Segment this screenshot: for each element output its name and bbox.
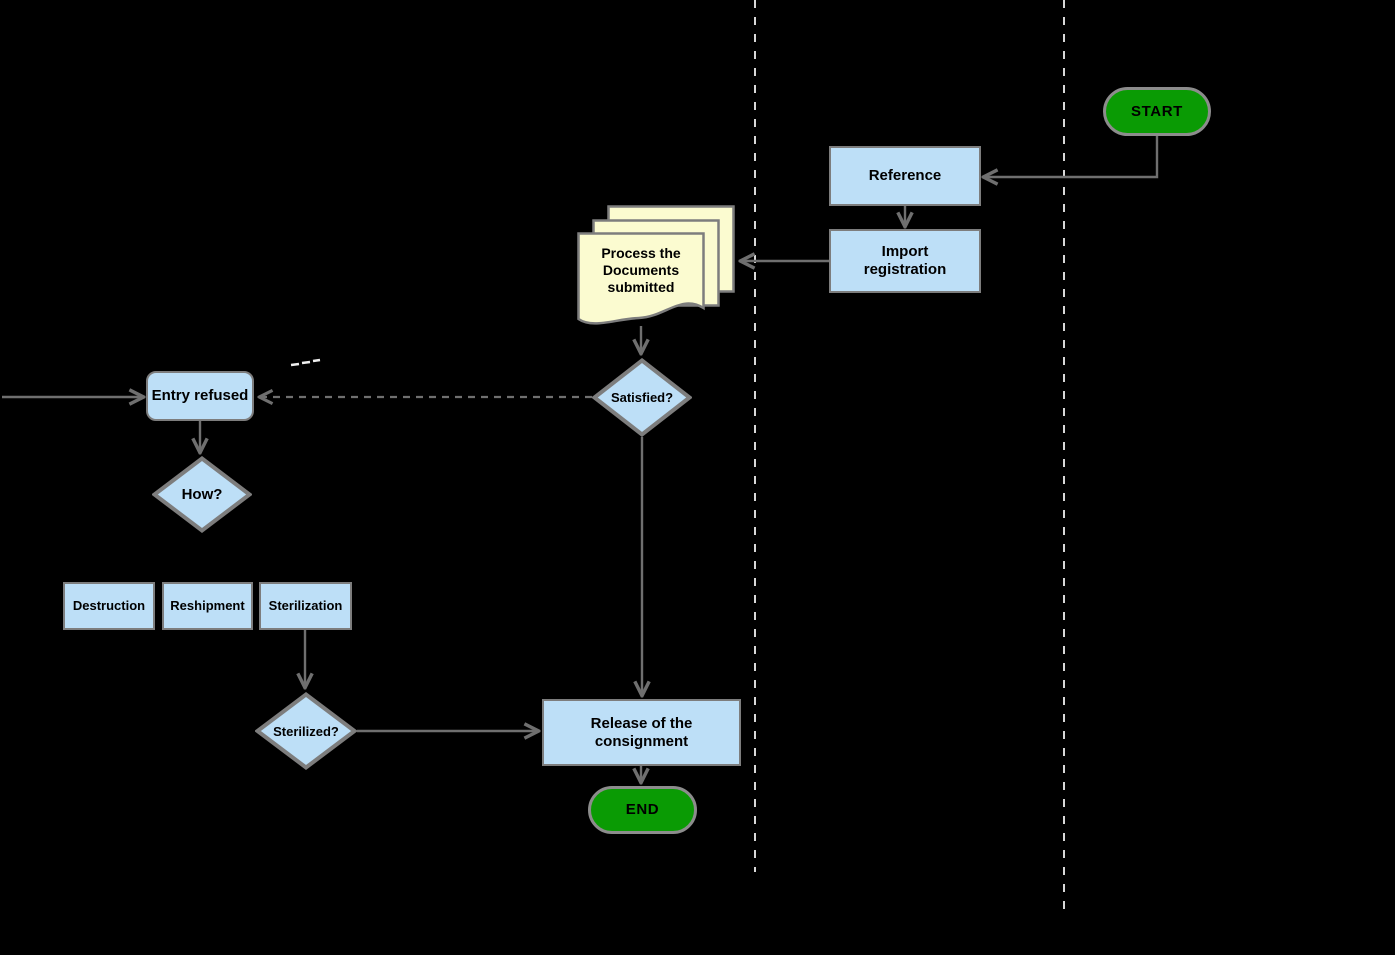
diamond-shape [152, 456, 252, 533]
start-label: START [1131, 102, 1183, 120]
sterilized-label: Sterilized? [273, 723, 339, 739]
destruction-label: Destruction [72, 598, 146, 614]
reference-label: Reference [868, 167, 942, 185]
entry-refused-node[interactable]: Entry refused [146, 371, 254, 421]
sterilization-label: Sterilization [268, 598, 343, 614]
process-documents-node[interactable]: Process the Documents submitted [577, 205, 737, 330]
release-label: Release of the consignment [590, 714, 693, 750]
end-node[interactable]: END [588, 786, 697, 834]
import-registration-node[interactable]: Import registration [829, 229, 981, 293]
diamond-shape [592, 358, 692, 437]
sterilized-decision-node[interactable]: Sterilized? [255, 692, 357, 770]
how-decision-node[interactable]: How? [152, 456, 252, 533]
diamond-shape [255, 692, 357, 770]
destruction-node[interactable]: Destruction [63, 582, 155, 630]
satisfied-decision-node[interactable]: Satisfied? [592, 358, 692, 437]
process-documents-label: Process the Documents submitted [601, 245, 681, 296]
import-registration-label: Import registration [863, 243, 947, 278]
reshipment-node[interactable]: Reshipment [162, 582, 253, 630]
reference-node[interactable]: Reference [829, 146, 981, 206]
white-dash-fragment [290, 358, 321, 367]
end-label: END [625, 801, 660, 819]
how-label: How? [181, 486, 223, 503]
release-node[interactable]: Release of the consignment [542, 699, 741, 766]
connector-start-to-reference [985, 136, 1159, 177]
sterilization-node[interactable]: Sterilization [259, 582, 352, 630]
entry-refused-label: Entry refused [151, 387, 249, 405]
start-node[interactable]: START [1103, 87, 1211, 136]
document-stack-shape [577, 205, 735, 325]
satisfied-label: Satisfied? [610, 390, 674, 405]
reshipment-label: Reshipment [170, 598, 245, 614]
